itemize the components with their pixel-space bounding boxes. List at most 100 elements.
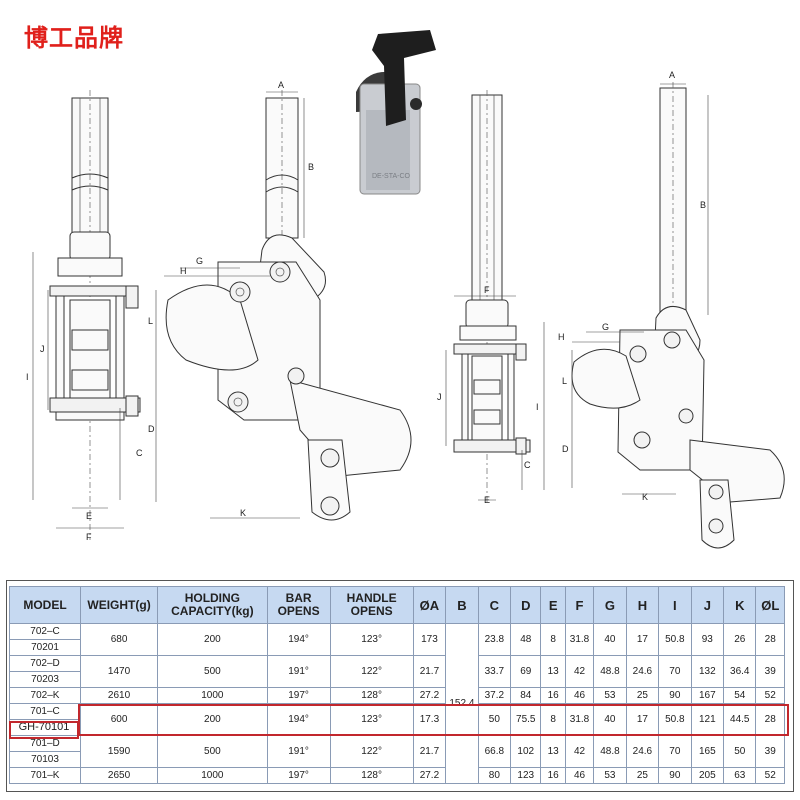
cell-i: 70 (658, 735, 692, 768)
cell-f: 42 (564, 735, 595, 768)
cell-a: 27.2 (412, 767, 447, 784)
cell-l: 28 (755, 623, 785, 656)
dim-label-a-701: A (669, 70, 675, 80)
dim-label-h-701: H (558, 332, 565, 342)
cell-c: 23.8 (477, 623, 512, 656)
cell-capacity: 1000 (157, 687, 268, 704)
cell-a: 21.7 (412, 735, 447, 768)
cell-f: 42 (564, 655, 595, 688)
cell-bar: 191° (266, 655, 331, 688)
header-j: J (690, 586, 725, 624)
cell-k: 26 (723, 623, 757, 656)
cell-weight: 1590 (79, 735, 159, 768)
dim-label-g-701: G (602, 322, 609, 332)
cell-capacity: 500 (157, 735, 268, 768)
cell-l: 52 (755, 767, 785, 784)
header-holding-capacity: HOLDING CAPACITY(kg) (157, 586, 268, 624)
cell-c: 37.2 (477, 687, 512, 704)
cell-d: 102 (510, 735, 542, 768)
cell-weight: 1470 (79, 655, 159, 688)
dim-label-a: A (278, 80, 284, 90)
cell-l: 28 (755, 703, 785, 736)
cell-e: 13 (540, 735, 566, 768)
cell-f: 46 (564, 767, 595, 784)
model-cell: 701–C (9, 703, 81, 720)
photo-label: DE-STA-CO (372, 173, 411, 180)
cell-j: 132 (690, 655, 725, 688)
cell-j: 165 (690, 735, 725, 768)
model-cell: 701–K (9, 767, 81, 784)
cell-d: 84 (510, 687, 542, 704)
cell-d: 69 (510, 655, 542, 688)
dim-label-f: F (86, 532, 92, 542)
dim-label-g: G (196, 256, 203, 266)
cell-i: 90 (658, 687, 692, 704)
cell-bar: 197° (266, 687, 331, 704)
dim-label-e: E (86, 511, 92, 521)
header-g: G (593, 586, 627, 624)
cell-j: 167 (690, 687, 725, 704)
cell-c: 50 (477, 703, 512, 736)
cell-c: 33.7 (477, 655, 512, 688)
cell-i: 50.8 (658, 623, 692, 656)
header-b: B (445, 586, 479, 624)
header-k: K (723, 586, 757, 624)
cell-capacity: 200 (157, 623, 268, 656)
cell-g: 48.8 (593, 655, 627, 688)
header-e: E (540, 586, 566, 624)
dim-label-c-701: C (524, 460, 531, 470)
dim-label-l: L (148, 316, 153, 326)
cell-a: 173 (412, 623, 447, 656)
cell-k: 44.5 (723, 703, 757, 736)
header-holding-line1: HOLDING (184, 591, 241, 605)
dim-label-b: B (308, 162, 314, 172)
header-holding-line2: CAPACITY(kg) (171, 604, 254, 618)
cell-g: 53 (593, 687, 627, 704)
cell-a: 17.3 (412, 703, 447, 736)
cell-handle: 123° (329, 703, 414, 736)
cell-e: 8 (540, 623, 566, 656)
dim-label-b-701: B (700, 200, 706, 210)
dim-label-i-701: J (437, 392, 442, 402)
front-view-702: I J C E F (26, 90, 143, 542)
cell-f: 31.8 (564, 623, 595, 656)
cell-handle: 128° (329, 687, 414, 704)
cell-a: 27.2 (412, 687, 447, 704)
header-weight: WEIGHT(g) (79, 586, 159, 624)
brand-title: 博工品牌 (24, 24, 124, 52)
cell-capacity: 1000 (157, 767, 268, 784)
model-cell: 702–K (9, 687, 81, 704)
cell-g: 40 (593, 623, 627, 656)
cell-k: 54 (723, 687, 757, 704)
cell-i: 50.8 (658, 703, 692, 736)
technical-drawings: I J C E F A B G H L D K (26, 30, 785, 549)
model-cell: 70103 (9, 751, 81, 768)
header-l: ØL (755, 586, 785, 624)
header-handle-opens: HANDLE OPENS (329, 586, 414, 624)
cell-k: 50 (723, 735, 757, 768)
dim-label-c: C (136, 448, 143, 458)
cell-c: 66.8 (477, 735, 512, 768)
cell-l: 52 (755, 687, 785, 704)
cell-weight: 2650 (79, 767, 159, 784)
header-h: H (625, 586, 660, 624)
cell-l: 39 (755, 655, 785, 688)
header-i: I (658, 586, 692, 624)
model-cell: 70201 (9, 639, 81, 656)
cell-d: 123 (510, 767, 542, 784)
cell-h: 24.6 (625, 655, 660, 688)
header-c: C (477, 586, 512, 624)
spec-table: MODEL WEIGHT(g) HOLDING CAPACITY(kg) BAR… (9, 586, 785, 784)
cell-e: 16 (540, 687, 566, 704)
dim-label-k-701: K (642, 492, 648, 502)
cell-bar: 197° (266, 767, 331, 784)
cell-c: 80 (477, 767, 512, 784)
table-header-row: MODEL WEIGHT(g) HOLDING CAPACITY(kg) BAR… (9, 586, 785, 624)
model-cell: 701–D (9, 735, 81, 752)
side-view-701: A B G H L D K (558, 70, 785, 549)
model-cell: 702–D (9, 655, 81, 672)
